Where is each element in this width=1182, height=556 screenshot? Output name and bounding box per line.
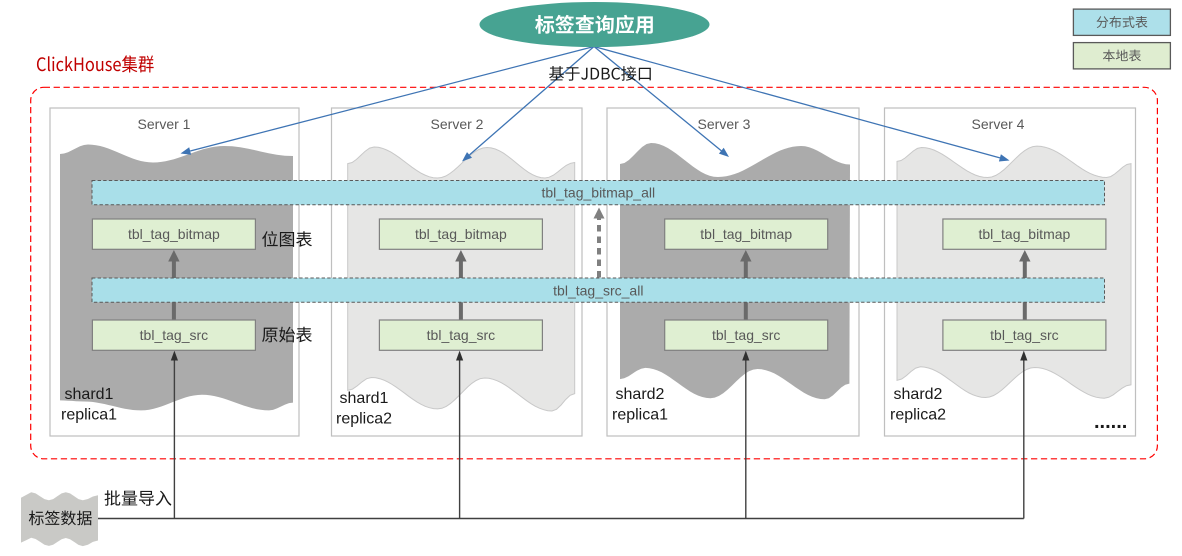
svg-text:Server 3: Server 3 — [698, 116, 751, 132]
svg-text:shard2: shard2 — [616, 386, 665, 403]
svg-text:tbl_tag_src: tbl_tag_src — [427, 327, 495, 343]
svg-text:replica1: replica1 — [61, 407, 117, 424]
svg-text:replica2: replica2 — [890, 407, 946, 424]
svg-text:tbl_tag_src_all: tbl_tag_src_all — [553, 282, 643, 298]
svg-text:Server 1: Server 1 — [138, 116, 191, 132]
svg-text:tbl_tag_bitmap: tbl_tag_bitmap — [415, 226, 507, 242]
svg-text:tbl_tag_src: tbl_tag_src — [712, 327, 780, 343]
svg-text:tbl_tag_bitmap: tbl_tag_bitmap — [700, 226, 792, 242]
svg-text:shard1: shard1 — [340, 390, 389, 407]
svg-text:tbl_tag_bitmap_all: tbl_tag_bitmap_all — [541, 185, 655, 201]
svg-text:......: ...... — [1094, 411, 1127, 433]
svg-text:tbl_tag_src: tbl_tag_src — [990, 327, 1058, 343]
svg-text:replica2: replica2 — [336, 411, 392, 428]
svg-text:shard1: shard1 — [65, 386, 114, 403]
svg-text:tbl_tag_src: tbl_tag_src — [140, 327, 208, 343]
svg-text:shard2: shard2 — [894, 386, 943, 403]
svg-text:Server 2: Server 2 — [431, 116, 484, 132]
svg-text:Server 4: Server 4 — [972, 116, 1025, 132]
svg-text:tbl_tag_bitmap: tbl_tag_bitmap — [128, 226, 220, 242]
svg-text:tbl_tag_bitmap: tbl_tag_bitmap — [978, 226, 1070, 242]
svg-text:replica1: replica1 — [612, 407, 668, 424]
